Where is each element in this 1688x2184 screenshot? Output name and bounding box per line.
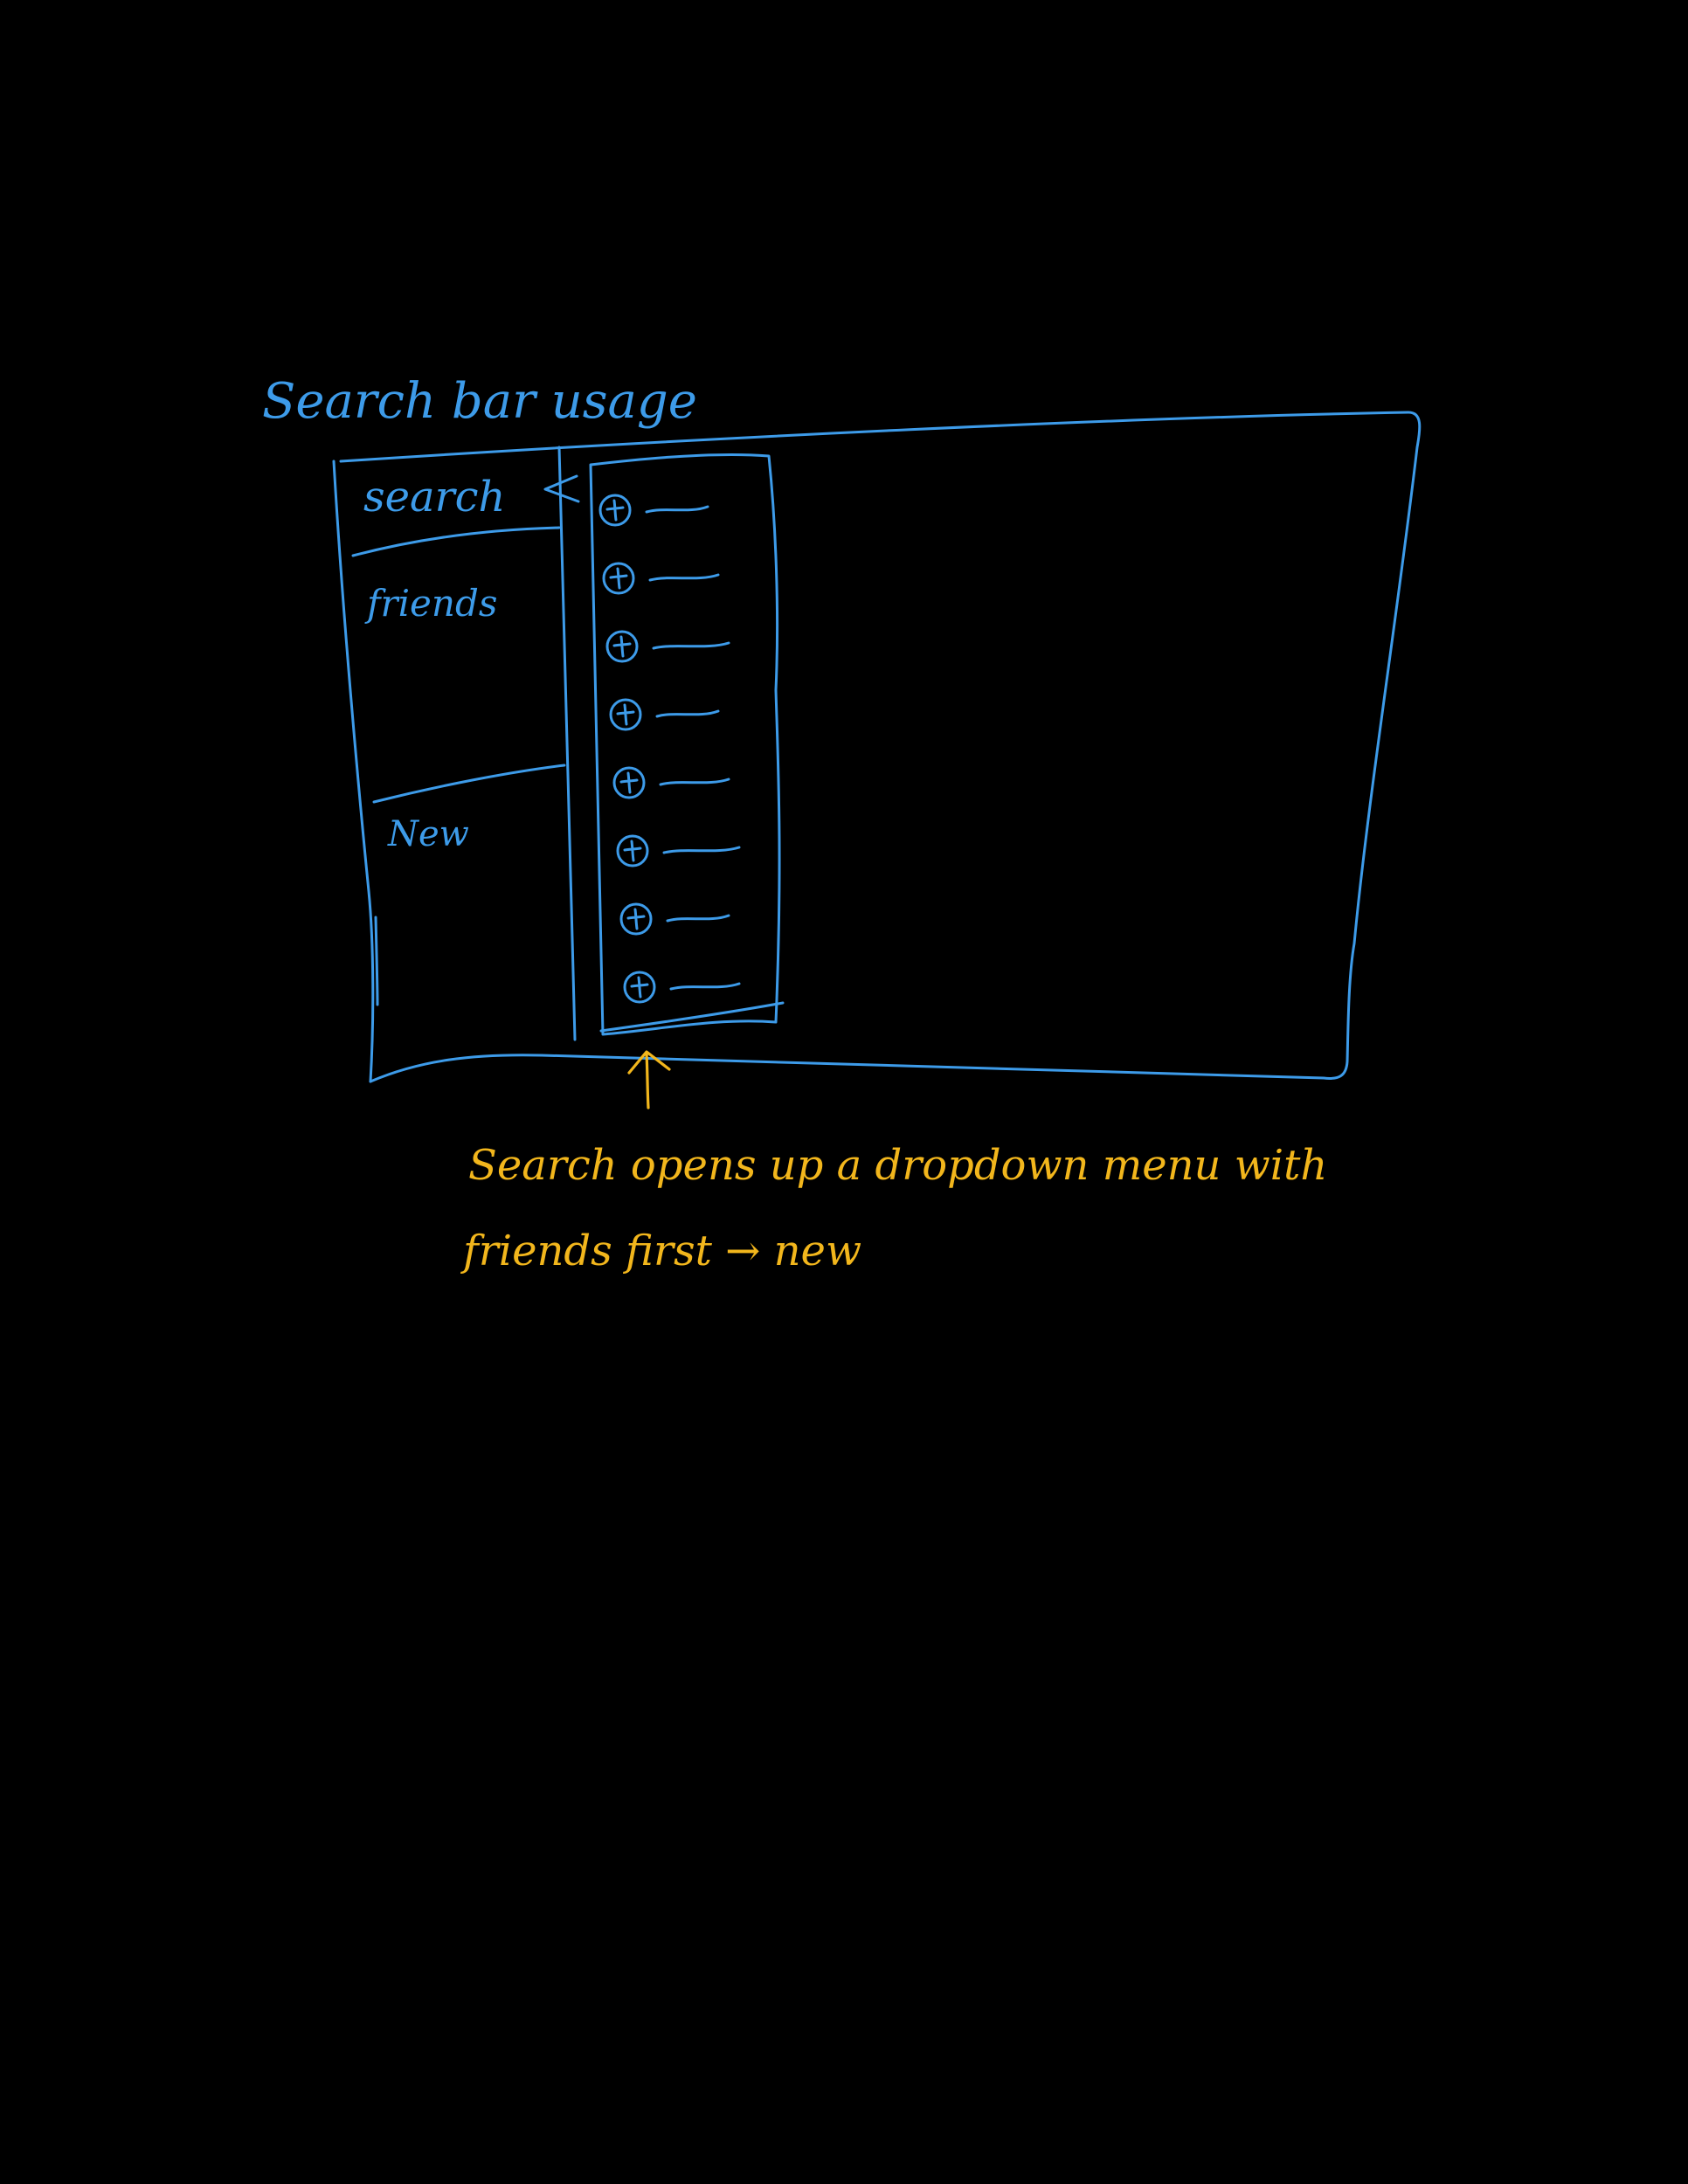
dropdown-item[interactable] (623, 971, 741, 1004)
sketch-title: Search bar usage (262, 373, 697, 430)
dropdown-item[interactable] (598, 494, 709, 527)
add-circle-icon[interactable] (612, 766, 646, 799)
search-field[interactable]: search (363, 473, 505, 522)
dropdown-item[interactable] (602, 562, 720, 595)
add-circle-icon[interactable] (605, 630, 639, 663)
sidebar-right-edge (557, 446, 577, 1041)
dropdown-item-label (669, 982, 741, 991)
add-circle-icon[interactable] (609, 698, 642, 731)
annotation-line-1: Search opens up a dropdown menu with (468, 1141, 1327, 1190)
annotation-line-2: friends first → new (460, 1227, 861, 1275)
annotation-arrow (627, 1050, 671, 1109)
dropdown-menu-panel (589, 453, 781, 1036)
dropdown-list (598, 494, 741, 1004)
dropdown-item[interactable] (616, 834, 741, 867)
add-circle-icon[interactable] (616, 834, 649, 867)
pointer-caret-icon (543, 474, 580, 503)
friends-section-label: friends (364, 582, 497, 625)
dropdown-item-label (659, 778, 730, 786)
dropdown-item-label (662, 846, 741, 854)
section-divider (372, 764, 566, 804)
dropdown-item-label (652, 641, 730, 650)
sidebar-panel (332, 460, 375, 1083)
dropdown-item[interactable] (612, 766, 730, 799)
add-circle-icon[interactable] (619, 902, 653, 936)
add-circle-icon[interactable] (623, 971, 656, 1004)
search-field-underline (351, 526, 561, 557)
dropdown-item[interactable] (605, 630, 730, 663)
dropdown-item[interactable] (619, 902, 730, 936)
dropdown-item-label (655, 709, 720, 718)
add-circle-icon[interactable] (598, 494, 632, 527)
add-circle-icon[interactable] (602, 562, 635, 595)
dropdown-item-label (645, 505, 709, 514)
new-section-label: New (387, 814, 469, 854)
dropdown-item-label (648, 573, 720, 582)
app-window-frame (339, 411, 1422, 1083)
dropdown-item[interactable] (609, 698, 720, 731)
dropdown-item-label (666, 914, 730, 923)
